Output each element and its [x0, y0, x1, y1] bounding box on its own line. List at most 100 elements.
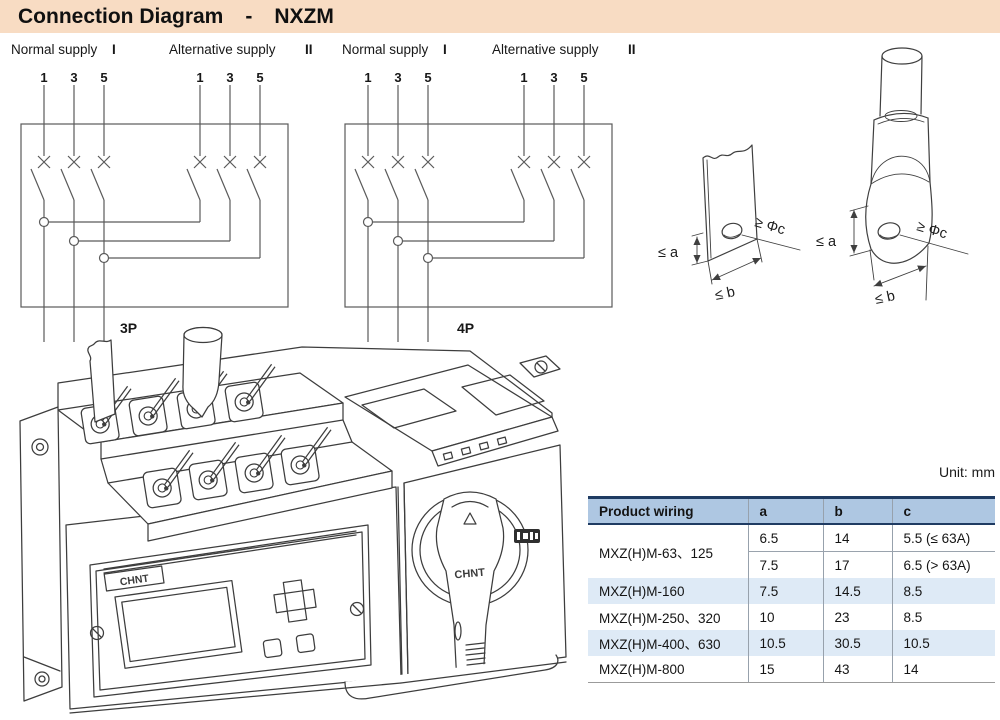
page-title: Connection Diagram	[18, 4, 224, 28]
dimension-b-label: ≤ b	[714, 284, 737, 304]
cell-product: MXZ(H)M-400、630	[588, 630, 748, 656]
hole-leader-line	[741, 234, 801, 251]
svg-text:CHNT: CHNT	[119, 572, 150, 588]
terminal-hole	[721, 222, 743, 240]
cell-b: 23	[822, 604, 892, 630]
door-screw	[349, 601, 365, 617]
alternative-supply-numeral: II	[305, 42, 313, 57]
cell-b: 14.5	[822, 578, 892, 604]
vent-grille	[361, 388, 457, 429]
terminal-number: 3	[70, 70, 77, 85]
terminal-number: 3	[226, 70, 233, 85]
terminal-number: 1	[40, 70, 47, 85]
cell-product: MXZ(H)M-250、320	[599, 611, 721, 626]
cable-end	[881, 47, 923, 65]
door-screw	[89, 625, 105, 641]
dimension-b-label: ≤ b	[874, 288, 897, 308]
cell-c: 14	[891, 656, 995, 683]
bus-junction	[362, 216, 374, 228]
hole-diameter-label: ≥ Φc	[753, 214, 787, 238]
cell-b: 30.5	[822, 630, 892, 656]
pole-count-label: 4P	[457, 320, 474, 336]
device-illustration: CHNT CHNT	[19, 326, 567, 714]
wiring-diagram-3p: Normal supply I Alternative supply II 1 …	[11, 42, 313, 342]
cell-product: MXZ(H)M-63、125	[599, 545, 714, 561]
cell-a: 7.5	[747, 578, 823, 604]
table-row: MXZ(H)M-63、125 6.5 14 5.5 (≤ 63A)	[588, 524, 995, 561]
bus-junction	[422, 252, 434, 264]
busbar-body	[702, 144, 758, 262]
terminal-number: 1	[364, 70, 371, 85]
cell-c: 5.5 (≤ 63A)	[891, 524, 995, 552]
cell-a: 10	[747, 604, 823, 630]
indicator-led	[496, 436, 508, 446]
pole-count-label: 3P	[120, 320, 137, 336]
bus-junction	[38, 216, 50, 228]
lcd-display	[114, 579, 243, 669]
cell-a: 7.5	[747, 551, 823, 578]
panel-button	[295, 633, 316, 654]
table-header-row: Product wiring a b c	[588, 496, 995, 525]
hole-diameter-label: ≥ Φc	[915, 218, 949, 242]
mounting-screw	[34, 671, 50, 687]
dimension-b-line	[711, 257, 762, 281]
terminal-number: 1	[196, 70, 203, 85]
panel-logo: CHNT	[103, 565, 165, 592]
terminal-number: 3	[394, 70, 401, 85]
col-header-a: a	[747, 496, 823, 525]
alternative-supply-label: Alternative supply	[492, 42, 599, 57]
inserted-busbar	[87, 339, 116, 423]
cell-product: MXZ(H)M-160	[588, 578, 748, 604]
dimension-b-line	[873, 265, 927, 287]
cell-c: 8.5	[891, 604, 995, 630]
col-header-product: Product wiring	[588, 496, 748, 525]
cell-c: 10.5	[891, 630, 995, 656]
panel-button	[262, 638, 283, 659]
terminal-number: 5	[580, 70, 587, 85]
indicator-led	[478, 441, 490, 451]
normal-supply-numeral: I	[443, 42, 447, 57]
terminal-number: 3	[550, 70, 557, 85]
indicator-led	[442, 451, 454, 461]
cell-a: 6.5	[747, 524, 823, 552]
navigation-keypad	[273, 579, 317, 623]
switch-poles	[30, 84, 267, 201]
alternative-supply-numeral: II	[628, 42, 636, 57]
dimension-a-label: ≤ a	[658, 245, 679, 261]
cable-lug-drawing: ≥ Φc ≤ a ≤ b	[816, 47, 969, 308]
wiring-diagram-4p: Normal supply I Alternative supply II 1 …	[342, 42, 636, 342]
unit-note: Unit: mm	[939, 464, 995, 480]
bus-junction	[68, 235, 80, 247]
bus-junction	[98, 252, 110, 264]
left-mounting-flange	[19, 406, 63, 702]
cell-a: 15	[747, 656, 823, 683]
corner-screw	[534, 360, 548, 374]
terminal-number: 5	[100, 70, 107, 85]
terminal-number: 1	[520, 70, 527, 85]
position-indicator-label	[514, 529, 540, 543]
table-row: MXZ(H)M-400、630 10.5 30.5 10.5	[588, 630, 995, 656]
handle-arrow-mark	[463, 512, 477, 525]
col-header-c: c	[891, 496, 995, 525]
bus-junction	[392, 235, 404, 247]
table-row: 7.5 17 6.5 (> 63A)	[588, 551, 995, 578]
title-product-name: NXZM	[274, 4, 334, 28]
terminal-number: 5	[256, 70, 263, 85]
cell-b: 17	[822, 551, 892, 578]
wiring-spec-table: Product wiring a b c MXZ(H)M-63、125 6.5 …	[588, 496, 995, 683]
hole-leader-line	[899, 234, 969, 255]
cell-a: 10.5	[747, 630, 823, 656]
normal-supply-label: Normal supply	[342, 42, 429, 57]
cell-c: 6.5 (> 63A)	[891, 551, 995, 578]
lug-tongue	[865, 181, 933, 264]
alternative-supply-label: Alternative supply	[169, 42, 276, 57]
terminal-hole	[877, 222, 901, 240]
table-row: MXZ(H)M-250、320 10 23 8.5	[588, 604, 995, 630]
title-separator: -	[245, 4, 253, 28]
title-bar: Connection Diagram - NXZM	[0, 0, 1000, 33]
vent-grille	[461, 374, 545, 416]
normal-supply-label: Normal supply	[11, 42, 98, 57]
handle-logo: CHNT	[454, 567, 486, 582]
cell-b: 43	[822, 656, 892, 683]
